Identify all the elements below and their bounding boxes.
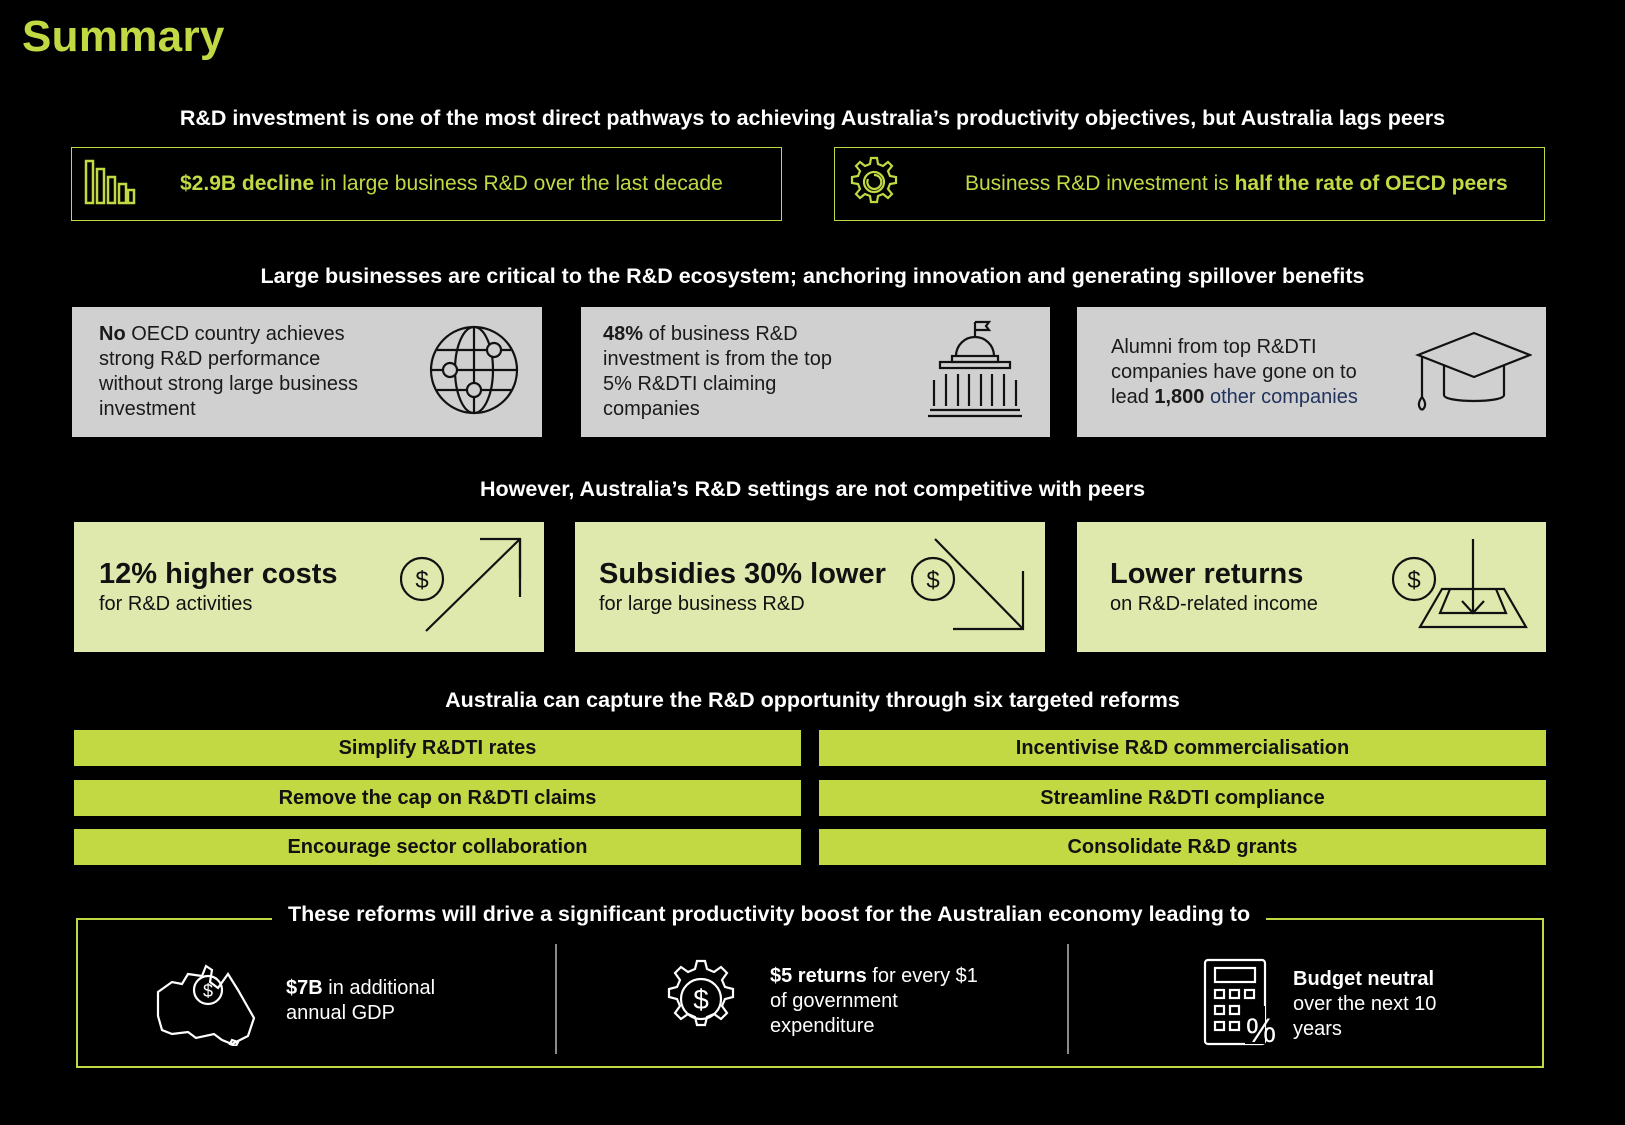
dollar-gear-icon: $: [660, 958, 742, 1045]
lower-returns-headline: Lower returns: [1110, 558, 1304, 590]
svg-text:$: $: [926, 567, 939, 594]
alumni-text: Alumni from top R&DTI companies have gon…: [1111, 335, 1358, 408]
section5-heading: These reforms will drive a significant p…: [272, 902, 1267, 927]
reform-streamline-compliance: Streamline R&DTI compliance: [819, 780, 1546, 816]
oecd-country-card: No OECD country achieves strong R&D perf…: [72, 307, 542, 437]
svg-text:$: $: [693, 984, 709, 1015]
alumni-card: Alumni from top R&DTI companies have gon…: [1077, 307, 1546, 437]
australia-dollar-icon: $: [150, 950, 258, 1051]
reform-sector-collaboration: Encourage sector collaboration: [74, 829, 801, 865]
outcome-returns-text: $5 returns for every $1 of government ex…: [770, 965, 978, 1037]
globe-network-icon: [428, 324, 520, 421]
dollar-arrow-down-icon: $: [910, 537, 1027, 638]
section2-heading: Large businesses are critical to the R&D…: [260, 264, 1365, 288]
dollar-arrow-up-icon: $: [399, 537, 524, 638]
lower-subsidies-card: Subsidies 30% lower for large business R…: [575, 522, 1045, 652]
reform-simplify-rates: Simplify R&DTI rates: [74, 730, 801, 766]
outcome-budget: % Budget neutral over the next 10 years: [1203, 958, 1463, 1051]
outcome-gdp-text: $7B in additional annual GDP: [286, 976, 436, 1024]
svg-text:%: %: [1246, 1012, 1275, 1046]
lower-subsidies-sub: for large business R&D: [599, 593, 805, 615]
government-building-icon: [926, 320, 1024, 425]
business-share-card: 48% of business R&D investment is from t…: [581, 307, 1050, 437]
outcome-divider: [555, 944, 557, 1054]
dollar-tray-icon: $: [1390, 537, 1528, 638]
section3-heading: However, Australia’s R&D settings are no…: [479, 477, 1146, 501]
section1-heading: R&D investment is one of the most direct…: [179, 106, 1446, 130]
oecd-country-text: No OECD country achieves strong R&D perf…: [99, 323, 359, 420]
lower-returns-card: Lower returns on R&D-related income $: [1077, 522, 1546, 652]
oecd-rate-text: Business R&D investment is half the rate…: [965, 172, 1508, 195]
higher-costs-card: 12% higher costs for R&D activities $: [74, 522, 544, 652]
outcome-budget-text: Budget neutral over the next 10 years: [1293, 968, 1437, 1040]
decline-stat-text: $2.9B decline in large business R&D over…: [180, 172, 723, 195]
reform-incentivise-commercialisation: Incentivise R&D commercialisation: [819, 730, 1546, 766]
higher-costs-headline: 12% higher costs: [99, 558, 338, 590]
lower-returns-sub: on R&D-related income: [1110, 593, 1318, 615]
gear-icon: [847, 155, 901, 214]
lower-subsidies-headline: Subsidies 30% lower: [599, 558, 886, 590]
svg-text:$: $: [1407, 567, 1420, 594]
oecd-rate-box: Business R&D investment is half the rate…: [834, 147, 1545, 221]
svg-text:$: $: [203, 981, 213, 1001]
outcome-returns: $ $5 returns for every $1 of government …: [660, 958, 980, 1045]
decline-stat-box: $2.9B decline in large business R&D over…: [71, 147, 782, 221]
page-title: Summary: [22, 12, 225, 61]
higher-costs-text: 12% higher costs for R&D activities: [99, 557, 338, 617]
outcome-divider: [1067, 944, 1069, 1054]
lower-subsidies-text: Subsidies 30% lower for large business R…: [599, 557, 886, 617]
declining-bars-icon: [84, 157, 136, 212]
section4-heading: Australia can capture the R&D opportunit…: [445, 688, 1180, 712]
business-share-text: 48% of business R&D investment is from t…: [603, 323, 832, 420]
higher-costs-sub: for R&D activities: [99, 593, 253, 615]
reform-consolidate-grants: Consolidate R&D grants: [819, 829, 1546, 865]
calculator-icon: %: [1203, 958, 1276, 1051]
graduation-cap-icon: [1414, 327, 1534, 418]
outcome-gdp: $ $7B in additional annual GDP: [150, 950, 476, 1051]
lower-returns-text: Lower returns on R&D-related income: [1110, 557, 1318, 617]
svg-text:$: $: [415, 567, 428, 594]
reform-remove-cap: Remove the cap on R&DTI claims: [74, 780, 801, 816]
